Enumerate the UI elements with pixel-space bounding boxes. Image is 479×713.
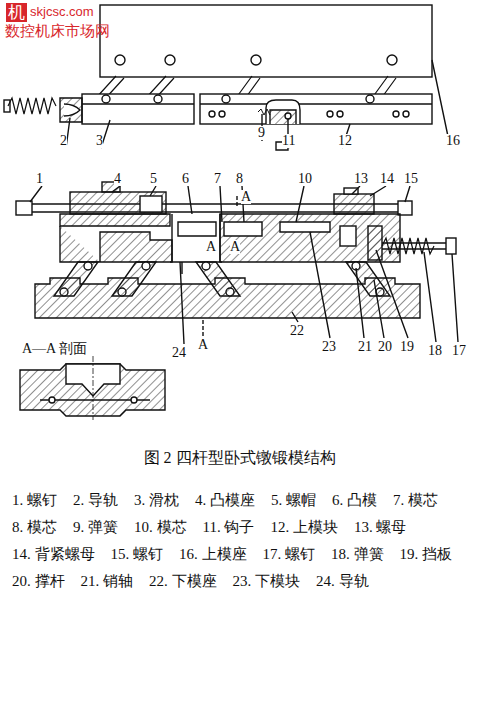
callout-number: 18 [428,344,442,358]
callout-number: 14 [380,172,394,186]
callout-number: 13 [354,172,368,186]
callout-number: 6 [182,172,189,186]
watermark-site: 数控机床市场网 [5,24,110,39]
part-list-item: 12. 上模块 [270,514,338,541]
part-list-item: 5. 螺帽 [271,487,316,514]
part-list-item: 23. 下模块 [233,568,301,595]
part-list-item: 17. 螺钉 [263,541,316,568]
part-list-item: 7. 模芯 [393,487,438,514]
caption-text: 图 2 四杆型卧式镦锻模结构 [144,449,336,466]
part-list-item: 21. 销轴 [81,568,134,595]
callout-number: 2 [60,134,67,148]
part-list-item: 22. 下模座 [149,568,217,595]
part-list-item: 14. 背紧螺母 [12,541,95,568]
callout-number: 17 [452,344,466,358]
callout-number: 15 [404,172,418,186]
part-list-item: 8. 模芯 [12,514,57,541]
part-list-item: 10. 模芯 [134,514,187,541]
callout-number: A [198,338,208,352]
part-list-item: 18. 弹簧 [331,541,384,568]
callout-number: A [230,240,240,254]
part-list-item: 1. 螺钉 [12,487,57,514]
callout-number: 21 [358,340,372,354]
callout-number: 9 [258,126,265,140]
part-list-item: 3. 滑枕 [134,487,179,514]
callout-number: 5 [150,172,157,186]
part-list-item: 15. 螺钉 [111,541,164,568]
part-list-item: 2. 导轨 [73,487,118,514]
part-list-item: 24. 导轨 [316,568,369,595]
callout-number: 8 [236,172,243,186]
callout-number: 20 [378,340,392,354]
watermark-logo: 机 [6,3,27,22]
callout-number: 16 [446,134,460,148]
callout-number: 23 [322,340,336,354]
callout-number: A [241,190,251,204]
section-label: A—A 剖面 [22,342,87,356]
watermark-url: skjcsc.com [30,5,94,18]
part-list-item: 19. 挡板 [400,541,453,568]
part-list-item: 16. 上模座 [179,541,247,568]
callout-number: 12 [338,134,352,148]
callout-number: 19 [400,340,414,354]
part-list-item: 11. 钩子 [203,514,255,541]
figure-caption: 图 2 四杆型卧式镦锻模结构 [0,448,479,469]
callout-number: 22 [290,324,304,338]
part-list-item: 4. 凸模座 [195,487,255,514]
callout-number: A [206,240,216,254]
callout-number: 24 [172,346,186,360]
callout-number: 3 [96,134,103,148]
part-list-item: 6. 凸模 [332,487,377,514]
part-list-item: 20. 撑杆 [12,568,65,595]
callout-number: 11 [282,134,295,148]
callout-number: 1 [36,172,43,186]
callout-number: 4 [114,172,121,186]
part-list-item: 9. 弹簧 [73,514,118,541]
callout-number: 10 [298,172,312,186]
part-list-item: 13. 螺母 [354,514,407,541]
callout-number: 7 [214,172,221,186]
parts-list: 1. 螺钉 2. 导轨 3. 滑枕 4. 凸模座 5. 螺帽 6. 凸模 7. 模芯 8. 模… [12,487,470,595]
